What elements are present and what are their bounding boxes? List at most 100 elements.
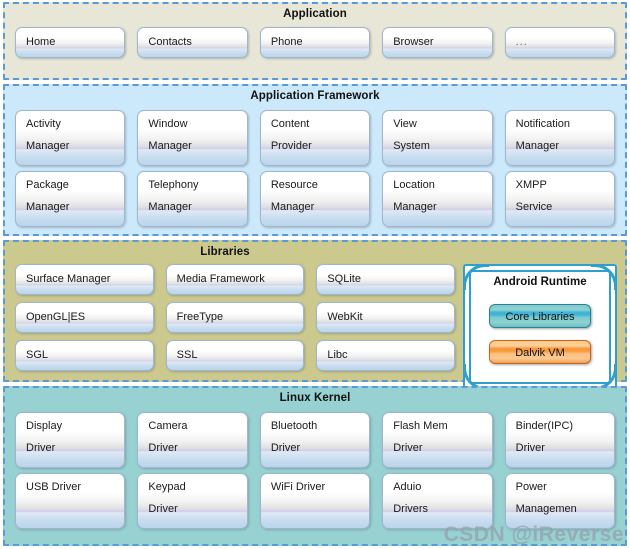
kernel-box-camera-driver[interactable]: Camera Driver (137, 412, 248, 468)
box-line1: Telephony (148, 179, 199, 191)
runtime-title: Android Runtime (493, 276, 587, 288)
runtime-frame-border (469, 270, 611, 384)
box-line1: Flash Mem (393, 420, 448, 432)
android-runtime-panel: Android Runtime Core Libraries Dalvik VM (463, 264, 617, 390)
kernel-box-binder-ipc-driver[interactable]: Binder(IPC) Driver (504, 412, 616, 468)
app-label-phone: Phone (270, 36, 303, 48)
box-line1: Content (270, 118, 310, 130)
layer-title-libraries: Libraries (200, 246, 250, 258)
kernel-box-bluetooth-driver[interactable]: Bluetooth Driver (259, 412, 371, 468)
framework-box-xmpp-service[interactable]: XMPP Service (504, 171, 616, 227)
framework-box-notification-manager[interactable]: Notification Manager (504, 110, 616, 166)
runtime-box-core-libraries[interactable]: Core Libraries (489, 304, 591, 328)
runtime-box-dalvik-vm[interactable]: Dalvik VM (489, 340, 591, 364)
kernel-box-wifi-driver[interactable]: WiFi Driver (259, 473, 371, 529)
library-box-webkit[interactable]: WebKit (316, 302, 456, 333)
library-box-sqlite[interactable]: SQLite (316, 264, 456, 295)
box-line1: Power (515, 481, 547, 493)
box-line2: Manager (270, 201, 315, 213)
box-line1: Camera (148, 420, 188, 432)
app-box-home[interactable]: Home (15, 27, 126, 58)
box-line1: WiFi Driver (270, 481, 326, 493)
framework-row-2: Package Manager Telephony Manager Resour… (5, 171, 625, 227)
library-box-surface-manager[interactable]: Surface Manager (15, 264, 154, 295)
box-line1: USB Driver (26, 481, 82, 493)
kernel-box-display-driver[interactable]: Display Driver (15, 412, 126, 468)
box-label: Media Framework (176, 273, 265, 285)
box-line2: Driver (148, 442, 178, 454)
framework-row-1: Activity Manager Window Manager Content … (5, 110, 625, 166)
library-box-sgl[interactable]: SGL (15, 340, 154, 371)
box-line1: Notification (515, 118, 571, 130)
box-label: OpenGL|ES (26, 311, 86, 323)
box-line1: Package (26, 179, 69, 191)
box-label: SSL (176, 349, 198, 361)
layer-application-framework: Application Framework Activity Manager W… (3, 84, 627, 236)
layer-title-framework: Application Framework (250, 90, 380, 102)
box-line2: Service (515, 201, 553, 213)
framework-box-window-manager[interactable]: Window Manager (137, 110, 248, 166)
app-label-browser: Browser (393, 36, 434, 48)
libraries-row-2: OpenGL|ES FreeType WebKit (15, 302, 456, 333)
library-box-media-framework[interactable]: Media Framework (165, 264, 305, 295)
box-line2: Manager (393, 201, 437, 213)
framework-box-view-system[interactable]: View System (382, 110, 493, 166)
box-line2: Manager (26, 201, 70, 213)
app-box-more[interactable]: ... (504, 27, 616, 58)
app-label-contacts: Contacts (148, 36, 192, 48)
box-label: SGL (26, 349, 49, 361)
layer-title-kernel: Linux Kernel (279, 392, 351, 404)
app-label-home: Home (26, 36, 56, 48)
box-label: FreeType (176, 311, 224, 323)
layer-libraries: Libraries Surface Manager Media Framewor… (3, 240, 627, 390)
framework-box-location-manager[interactable]: Location Manager (382, 171, 493, 227)
box-line1: View (393, 118, 417, 130)
box-line2: Driver (148, 503, 178, 515)
box-line1: Location (393, 179, 435, 191)
library-box-ssl[interactable]: SSL (165, 340, 305, 371)
box-line2: Managemen (515, 503, 577, 515)
box-label: SQLite (327, 273, 361, 285)
library-box-freetype[interactable]: FreeType (165, 302, 305, 333)
application-row: Home Contacts Phone Browser ... (5, 27, 625, 58)
box-label: Libc (327, 349, 348, 361)
box-label: WebKit (327, 311, 363, 323)
kernel-box-keypad-driver[interactable]: Keypad Driver (137, 473, 248, 529)
libraries-row-3: SGL SSL Libc (15, 340, 456, 371)
box-line1: Binder(IPC) (515, 420, 574, 432)
app-box-browser[interactable]: Browser (382, 27, 493, 58)
box-line1: Bluetooth (270, 420, 318, 432)
box-line1: XMPP (515, 179, 547, 191)
app-box-phone[interactable]: Phone (259, 27, 371, 58)
kernel-row-1: Display Driver Camera Driver Bluetooth D… (5, 412, 625, 468)
layer-linux-kernel: Linux Kernel Display Driver Camera Drive… (3, 386, 627, 546)
kernel-box-audio-drivers[interactable]: Aduio Drivers (382, 473, 493, 529)
library-box-opengl-es[interactable]: OpenGL|ES (15, 302, 154, 333)
layer-title-application: Application (283, 8, 347, 20)
app-box-contacts[interactable]: Contacts (137, 27, 248, 58)
kernel-box-power-management[interactable]: Power Managemen (504, 473, 616, 529)
frame-corner-top-left-icon (463, 264, 489, 290)
libraries-grid: Surface Manager Media Framework SQLite O… (15, 264, 456, 390)
box-line2: Provider (270, 140, 312, 152)
framework-box-package-manager[interactable]: Package Manager (15, 171, 126, 227)
kernel-box-flash-mem-driver[interactable]: Flash Mem Driver (382, 412, 493, 468)
layer-application: Application Home Contacts Phone Browser … (3, 2, 627, 80)
box-line2: Manager (148, 140, 192, 152)
box-line2: Driver (393, 442, 423, 454)
box-line2: System (393, 140, 430, 152)
box-line1: Aduio (393, 481, 422, 493)
box-line2: Manager (26, 140, 70, 152)
libraries-row-1: Surface Manager Media Framework SQLite (15, 264, 456, 295)
framework-box-telephony-manager[interactable]: Telephony Manager (137, 171, 248, 227)
app-label-more: ... (515, 36, 528, 48)
library-box-libc[interactable]: Libc (316, 340, 456, 371)
kernel-box-usb-driver[interactable]: USB Driver (15, 473, 126, 529)
framework-box-activity-manager[interactable]: Activity Manager (15, 110, 126, 166)
framework-box-resource-manager[interactable]: Resource Manager (259, 171, 371, 227)
framework-box-content-provider[interactable]: Content Provider (259, 110, 371, 166)
box-line1: Keypad (148, 481, 186, 493)
box-line2: Manager (148, 201, 192, 213)
box-line2: Driver (26, 442, 56, 454)
box-line2: Driver (270, 442, 301, 454)
